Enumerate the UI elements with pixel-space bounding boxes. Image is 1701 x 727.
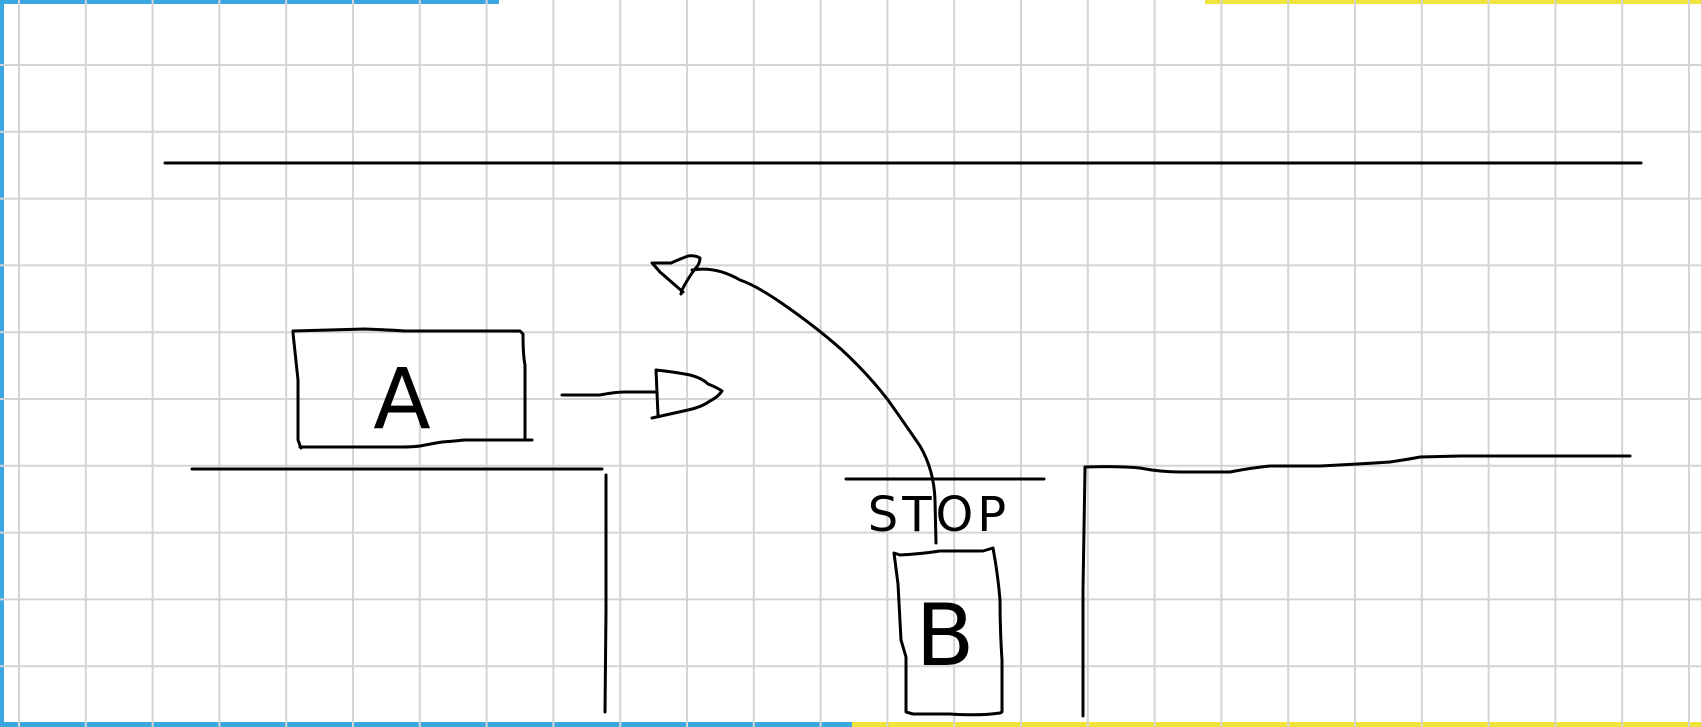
car-a-label: A (373, 350, 430, 448)
car-a: A (291, 327, 534, 450)
side-street-right-edge (1081, 465, 1087, 718)
stop-label: STOP (868, 487, 1011, 543)
car-a-arrow-head (650, 368, 724, 420)
car-a-arrow-shaft (560, 390, 659, 397)
canvas-frame-top-blue (0, 0, 499, 4)
car-b-body (892, 546, 1004, 717)
road-edge-bottom-right (1083, 454, 1632, 474)
canvas-frame-left (0, 0, 4, 727)
car-b-turn-path (650, 254, 938, 545)
canvas-frame-bottom-yellow (852, 722, 1701, 727)
car-a-body (291, 327, 534, 450)
car-a-straight-arrow (560, 368, 724, 420)
car-b: B (892, 546, 1004, 717)
car-b-label: B (916, 586, 975, 686)
canvas-frame-top-yellow (1205, 0, 1701, 4)
car-b-turn-arrow-head (650, 254, 702, 296)
canvas-frame-bottom-blue (0, 722, 852, 727)
car-b-turn-curve (690, 267, 938, 545)
side-street-left-edge (603, 473, 608, 714)
